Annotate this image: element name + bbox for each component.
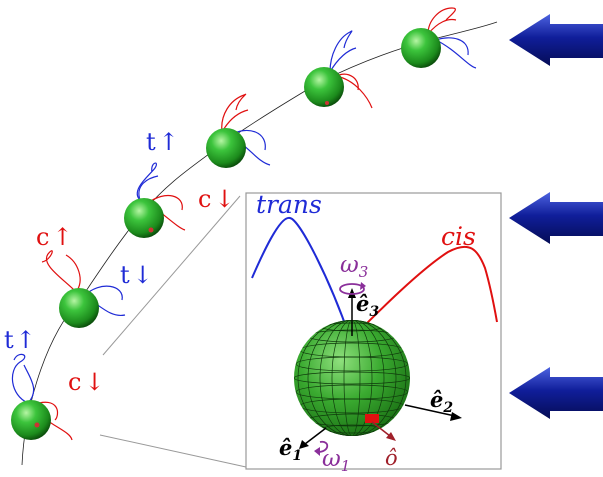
trans-curve — [251, 217, 351, 339]
e1-label: ê1 — [279, 435, 302, 464]
e2-label: ê2 — [430, 387, 453, 416]
label-c-2: c↑ — [36, 223, 73, 251]
rotation-arrow-omega3 — [339, 282, 366, 295]
large-arrow-icon — [509, 192, 603, 244]
bead-sphere-icon — [304, 67, 344, 107]
large-arrow-icon — [509, 14, 603, 66]
axis-o — [371, 421, 396, 441]
bead-sphere-icon — [124, 198, 164, 238]
omega1-label: ω1 — [322, 446, 350, 475]
connector-line — [102, 195, 241, 356]
bead-sphere-icon — [401, 28, 441, 68]
bead-sphere-icon — [206, 128, 246, 168]
axis-e1 — [299, 427, 327, 449]
e3-label: ê3 — [356, 291, 379, 320]
connector-line — [99, 434, 247, 468]
large-arrow-icon — [509, 367, 603, 419]
label-c-1: c↓ — [68, 368, 105, 396]
axis-e3 — [348, 288, 356, 336]
bead-sphere-icon — [59, 288, 99, 328]
cis-curve — [351, 245, 498, 339]
label-t-1: t↑ — [4, 326, 36, 354]
label-t-3: t↑ — [146, 128, 179, 156]
label-t-2: t↓ — [120, 261, 153, 289]
omega3-label: ω3 — [340, 252, 368, 281]
axis-e2 — [404, 404, 462, 421]
rotation-arrow-omega1 — [314, 440, 329, 456]
bead-sphere-icon — [11, 400, 51, 440]
cis-label: cis — [441, 222, 476, 251]
label-c-3: c↓ — [198, 185, 235, 213]
trans-label: trans — [256, 190, 322, 219]
big-bead-sphere — [294, 320, 410, 436]
o-hat-label: ô — [385, 446, 398, 470]
